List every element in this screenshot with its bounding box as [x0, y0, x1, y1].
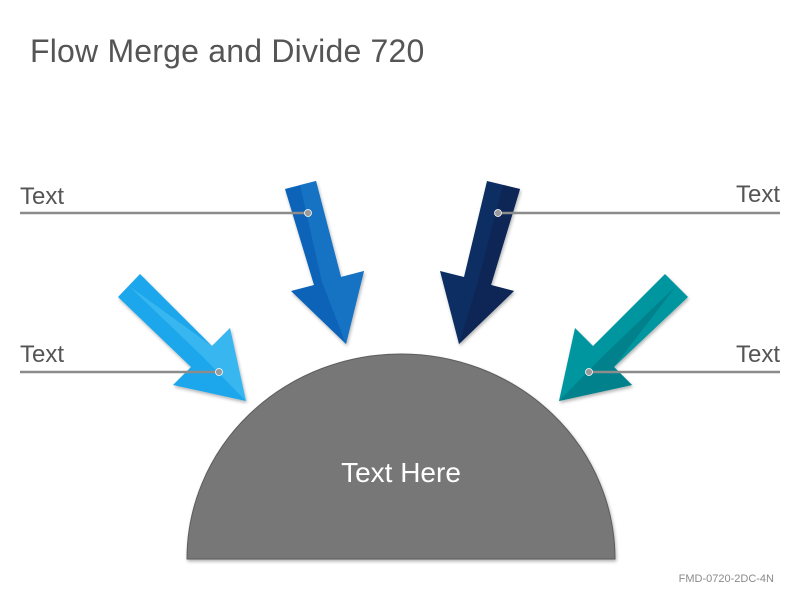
label-bottom-left: Text — [20, 341, 65, 368]
label-bottom-right: Text — [735, 341, 780, 368]
arrow-navy — [440, 181, 520, 344]
semicircle-shape — [186, 353, 616, 560]
arrow-teal — [559, 274, 688, 401]
arrow-light-blue — [118, 274, 246, 401]
slide-code: FMD-0720-2DC-4N — [678, 573, 774, 585]
leader-dot-bottom-left — [215, 368, 223, 376]
label-top-left: Text — [20, 183, 65, 210]
arrow-blue — [285, 181, 364, 344]
leader-dot-top-left — [304, 209, 312, 217]
leader-dot-top-right — [494, 209, 502, 217]
label-top-right: Text — [735, 181, 780, 208]
page-title: Flow Merge and Divide 720 — [30, 33, 425, 69]
leader-lines — [20, 211, 780, 374]
leader-dots — [215, 209, 593, 376]
semicircle-label: Text Here — [341, 457, 461, 488]
leader-dot-bottom-right — [585, 368, 593, 376]
